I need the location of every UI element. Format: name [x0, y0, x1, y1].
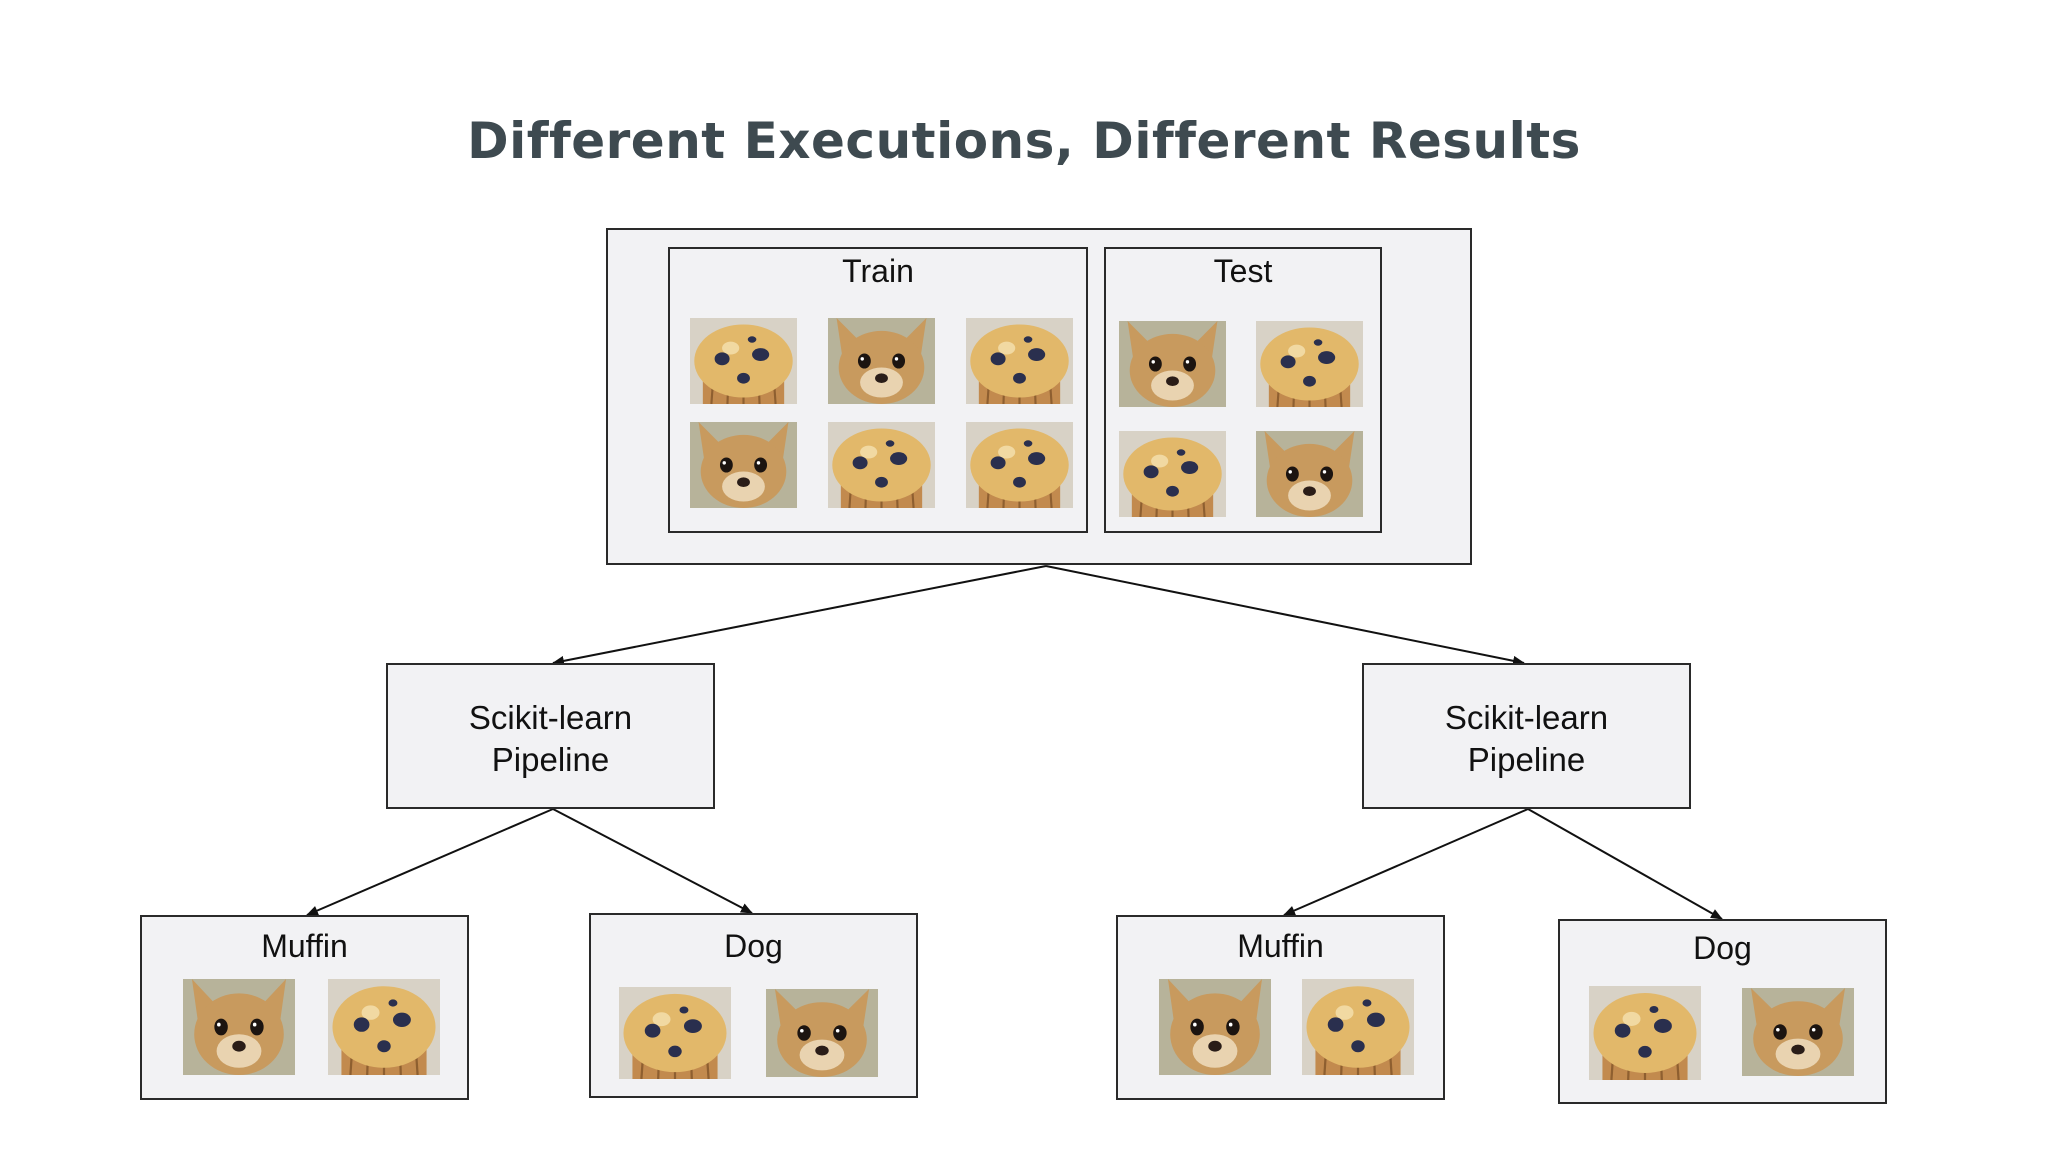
test-label: Test [1213, 253, 1273, 289]
dog-image [690, 422, 797, 508]
train-panel: Train [668, 247, 1088, 533]
muffin-image [1119, 431, 1226, 517]
arrow-left-to-dog [552, 808, 753, 914]
pipeline-label-line2: Pipeline [1467, 741, 1586, 778]
train-label: Train [842, 253, 914, 289]
muffin-image [619, 987, 731, 1079]
muffin-image [1256, 321, 1363, 407]
dog-image [1119, 321, 1226, 407]
slide-title: Different Executions, Different Results [467, 112, 1581, 170]
muffin-image [828, 422, 935, 508]
result-box-right-dog: Dog [1558, 919, 1887, 1104]
muffin-image [966, 318, 1073, 404]
result-box-right-muffin: Muffin [1116, 915, 1445, 1100]
muffin-image [1589, 986, 1701, 1080]
muffin-image [966, 422, 1073, 508]
arrow-to-right-pipeline [1045, 565, 1525, 666]
test-panel: Test [1104, 247, 1382, 533]
arrow-left-to-muffin [306, 808, 554, 916]
pipeline-label-line2: Pipeline [491, 741, 610, 778]
arrow-right-to-dog [1527, 808, 1723, 920]
result-label: Dog [724, 928, 783, 964]
result-box-left-dog: Dog [589, 913, 918, 1098]
arrow-to-left-pipeline [552, 565, 1047, 666]
dog-image [766, 989, 878, 1077]
result-label: Dog [1693, 930, 1752, 966]
muffin-image [328, 979, 440, 1075]
pipeline-box-left: Scikit-learn Pipeline [386, 663, 715, 809]
dog-image [1256, 431, 1363, 517]
pipeline-label-line1: Scikit-learn [1444, 699, 1609, 736]
muffin-image [1302, 979, 1414, 1075]
pipeline-box-right: Scikit-learn Pipeline [1362, 663, 1691, 809]
pipeline-label-line1: Scikit-learn [468, 699, 633, 736]
result-label: Muffin [261, 928, 348, 964]
dog-image [1742, 988, 1854, 1076]
dog-image [183, 979, 295, 1075]
dog-image [1159, 979, 1271, 1075]
dog-image [828, 318, 935, 404]
arrow-right-to-muffin [1283, 808, 1529, 916]
result-label: Muffin [1237, 928, 1324, 964]
muffin-image [690, 318, 797, 404]
result-box-left-muffin: Muffin [140, 915, 469, 1100]
